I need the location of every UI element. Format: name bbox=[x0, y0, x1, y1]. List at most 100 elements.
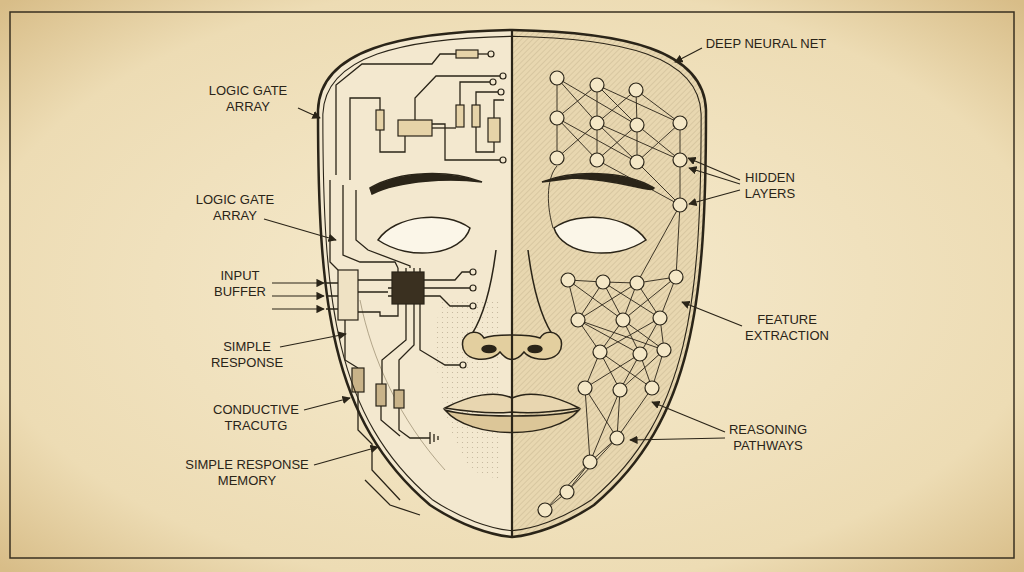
face-features bbox=[472, 250, 496, 334]
circuit-components bbox=[500, 157, 506, 163]
neural-links bbox=[545, 78, 680, 510]
neuron-nodes bbox=[550, 151, 564, 165]
neuron-nodes bbox=[630, 276, 644, 290]
face-features bbox=[482, 346, 496, 353]
neuron-nodes bbox=[630, 118, 644, 132]
neuron-nodes bbox=[613, 383, 627, 397]
circuit-traces bbox=[424, 272, 470, 280]
leader-arrows bbox=[630, 438, 725, 440]
face-features bbox=[528, 250, 552, 334]
circuit-traces bbox=[330, 180, 338, 270]
neuron-nodes bbox=[561, 273, 575, 287]
neuron-nodes bbox=[616, 313, 630, 327]
leader-arrows bbox=[652, 402, 725, 432]
neuron-nodes bbox=[610, 431, 624, 445]
leader-arrows bbox=[298, 108, 320, 118]
neuron-nodes bbox=[583, 455, 597, 469]
circuit-components bbox=[392, 272, 424, 304]
neuron-nodes bbox=[596, 275, 610, 289]
callout-label: LOGIC GATE ARRAY bbox=[202, 83, 294, 115]
neuron-nodes bbox=[590, 78, 604, 92]
callout-label: DEEP NEURAL NET bbox=[696, 36, 836, 52]
neuron-nodes bbox=[538, 503, 552, 517]
face-features bbox=[378, 217, 470, 253]
mask-body bbox=[318, 30, 706, 537]
circuit-components bbox=[470, 303, 476, 309]
circuit-traces bbox=[382, 308, 406, 384]
callout-label: SIMPLE RESPONSE MEMORY bbox=[177, 457, 317, 489]
leader-arrows bbox=[689, 168, 740, 184]
face-features bbox=[554, 217, 646, 253]
circuit-components bbox=[376, 110, 384, 130]
mask-outline bbox=[318, 30, 706, 537]
callout-label: INPUT BUFFER bbox=[208, 268, 272, 300]
circuit-components bbox=[470, 269, 476, 275]
neuron-nodes bbox=[645, 381, 659, 395]
circuit-traces bbox=[381, 406, 400, 436]
mask-body bbox=[512, 30, 706, 537]
leader-arrows bbox=[304, 398, 350, 410]
callout-label: CONDUCTIVE TRACUTG bbox=[206, 402, 306, 434]
neuron-nodes bbox=[593, 345, 607, 359]
neural-links bbox=[548, 166, 557, 228]
neuron-nodes bbox=[673, 116, 687, 130]
neuron-nodes bbox=[538, 71, 687, 517]
circuit-components bbox=[456, 50, 478, 58]
leader-arrows bbox=[688, 158, 740, 180]
circuit-components bbox=[338, 270, 358, 320]
leader-arrows bbox=[280, 334, 346, 347]
circuit-traces bbox=[430, 432, 438, 444]
circuit-components bbox=[376, 384, 386, 406]
circuit-traces bbox=[365, 480, 420, 515]
circuit-components bbox=[500, 73, 506, 79]
frame-border bbox=[10, 12, 1014, 558]
circuit-traces bbox=[399, 408, 430, 438]
circuit-traces bbox=[432, 127, 456, 128]
leader-arrows bbox=[264, 48, 742, 465]
circuit-components bbox=[498, 89, 504, 95]
neuron-nodes bbox=[560, 485, 574, 499]
neuron-nodes bbox=[673, 198, 687, 212]
circuit-traces bbox=[345, 320, 358, 368]
leader-arrows bbox=[264, 219, 336, 240]
circuit-components bbox=[472, 105, 480, 127]
circuit-components bbox=[460, 362, 466, 368]
circuit-traces bbox=[343, 185, 398, 268]
neural-links bbox=[568, 277, 676, 283]
neuron-nodes bbox=[673, 153, 687, 167]
leader-arrows bbox=[314, 447, 378, 465]
callout-label: REASONING PATHWAYS bbox=[720, 422, 816, 454]
circuit-traces bbox=[424, 287, 470, 288]
neuron-nodes bbox=[630, 155, 644, 169]
leader-arrows bbox=[272, 308, 324, 309]
circuit-components bbox=[490, 79, 496, 85]
circuit-traces bbox=[478, 53, 488, 54]
neural-links bbox=[557, 118, 680, 162]
neuron-nodes bbox=[633, 347, 647, 361]
circuit-traces bbox=[424, 296, 470, 306]
neuron-nodes bbox=[629, 83, 643, 97]
face-features bbox=[528, 346, 542, 353]
circuit-traces bbox=[420, 308, 460, 365]
circuit-traces bbox=[476, 92, 498, 105]
mask-body bbox=[360, 300, 445, 470]
neuron-nodes bbox=[590, 153, 604, 167]
circuit-components bbox=[456, 105, 464, 127]
callout-label: FEATURE EXTRACTION bbox=[739, 312, 835, 344]
neural-links bbox=[557, 78, 680, 125]
face-features bbox=[370, 174, 482, 194]
neuron-nodes bbox=[657, 343, 671, 357]
leader-arrows bbox=[272, 295, 324, 296]
circuit-components bbox=[488, 51, 494, 57]
neuron-nodes bbox=[571, 313, 585, 327]
circuit-components bbox=[394, 390, 404, 408]
mask-outline bbox=[511, 30, 513, 537]
circuit-traces bbox=[399, 308, 414, 390]
circuit-components bbox=[470, 285, 476, 291]
leader-arrows bbox=[675, 48, 702, 62]
circuit-traces bbox=[326, 54, 504, 515]
